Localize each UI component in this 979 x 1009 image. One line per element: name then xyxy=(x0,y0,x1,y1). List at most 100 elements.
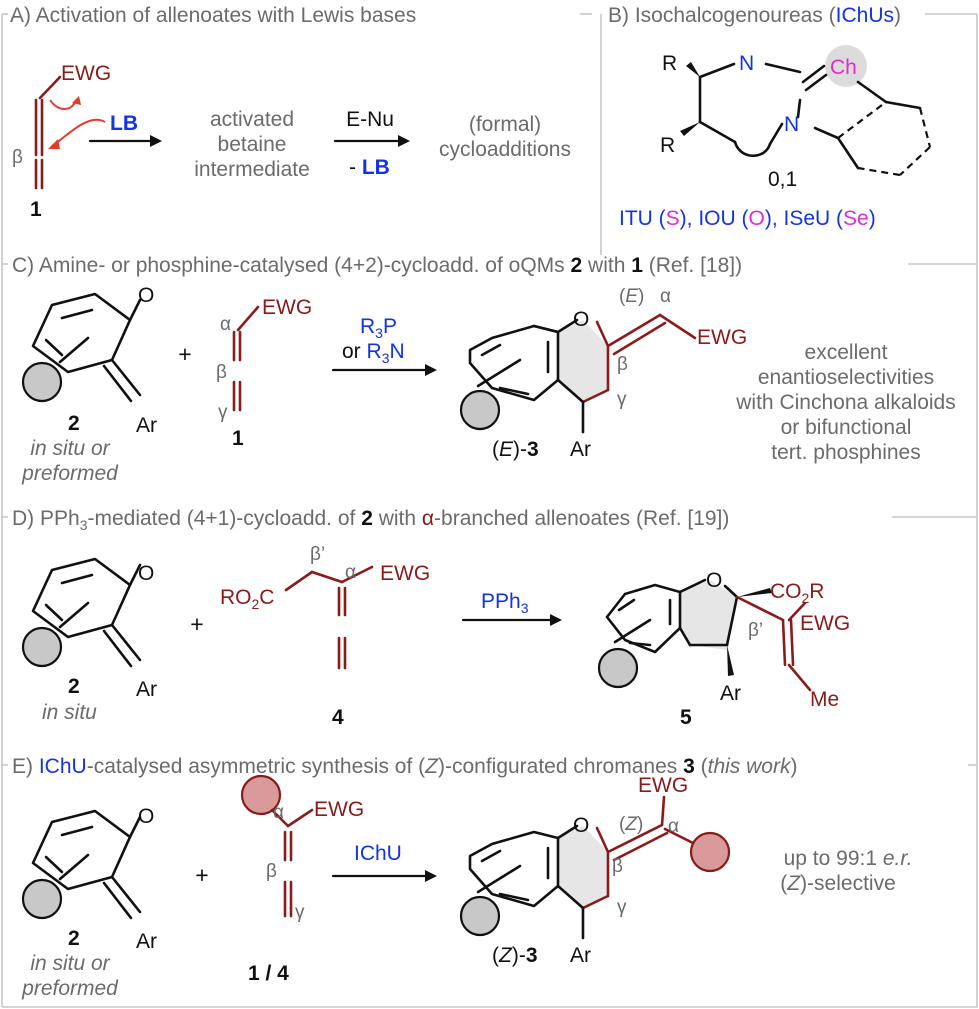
product-gamma-e: γ xyxy=(617,897,627,918)
beta-label: β xyxy=(12,147,23,168)
alpha-label-d: α xyxy=(345,562,356,583)
product-gamma: γ xyxy=(617,389,627,410)
product-e3-label: (E)-3 xyxy=(492,438,539,461)
product-ester: CO2R xyxy=(770,580,824,606)
beta-label-c: β xyxy=(216,362,227,383)
z-descriptor: (Z) xyxy=(619,814,643,835)
product-ewg-d: EWG xyxy=(800,612,850,635)
compound-2-label-e: 2 xyxy=(68,927,80,950)
compound-2-label: 2 xyxy=(68,412,80,435)
imine-n: N xyxy=(739,52,754,75)
reagent-minus-lb: - LB xyxy=(349,156,390,179)
ester-label: RO2C xyxy=(220,586,274,612)
product-line-2: cycloadditions xyxy=(439,138,571,161)
panel-c: C) Amine- or phosphine-catalysed (4+2)-c… xyxy=(12,254,956,485)
ewg-label-e: EWG xyxy=(314,798,364,821)
product-beta: β xyxy=(617,354,628,375)
beta-label-e: β xyxy=(266,861,277,882)
panel-c-title: C) Amine- or phosphine-catalysed (4+2)-c… xyxy=(12,254,742,277)
product-oxygen-d: O xyxy=(706,569,722,592)
oqm-oxygen: O xyxy=(138,284,154,307)
alpha-label-e: α xyxy=(273,802,284,823)
product-oxygen-e: O xyxy=(573,814,589,837)
product-aryl-d: Ar xyxy=(720,682,741,705)
reagent-ichu: IChU xyxy=(354,842,402,865)
r-group-bottom: R xyxy=(660,134,675,157)
intermediate-line-3: intermediate xyxy=(194,158,310,181)
oqm-2-structure-d xyxy=(21,557,142,668)
dihydrobenzofuran-5-structure xyxy=(597,578,812,692)
product-methyl: Me xyxy=(810,688,839,711)
panel-frames xyxy=(1,13,978,1008)
e-descriptor: (E) xyxy=(619,286,644,307)
comment-line-2: enantioselectivities xyxy=(758,366,934,389)
comment-line-1: excellent xyxy=(805,341,888,364)
intermediate-line-2: betaine xyxy=(218,133,287,156)
comment-z-selective: (Z)-selective xyxy=(780,872,896,895)
oqm-oxygen-e: O xyxy=(138,805,154,828)
panel-e-title: E) IChU-catalysed asymmetric synthesis o… xyxy=(12,755,797,778)
ewg-label-d: EWG xyxy=(380,562,430,585)
catalyst-r3p: R3P xyxy=(360,315,397,341)
panel-d: D) PPh3-mediated (4+1)-cycloadd. of 2 wi… xyxy=(12,507,850,729)
oqm-2-structure-e xyxy=(21,809,142,920)
product-beta-prime: β’ xyxy=(748,620,763,641)
panel-e: E) IChU-catalysed asymmetric synthesis o… xyxy=(12,755,912,1000)
allenoate-1-c xyxy=(232,305,260,412)
plus-sign: + xyxy=(178,341,191,367)
oqm-2-structure xyxy=(21,292,142,403)
product-ewg: EWG xyxy=(697,326,747,349)
alpha-label: α xyxy=(220,314,231,335)
ewg-label-c: EWG xyxy=(262,296,312,319)
chromane-z3-structure xyxy=(459,795,731,940)
comment-line-3: with Cinchona alkaloids xyxy=(735,391,955,414)
catalyst-r3n: or R3N xyxy=(342,340,405,366)
plus-sign-d: + xyxy=(190,611,203,637)
panel-d-title: D) PPh3-mediated (4+1)-cycloadd. of 2 wi… xyxy=(12,507,729,533)
product-aryl: Ar xyxy=(570,438,591,461)
allenoate-14-structure xyxy=(240,774,314,918)
ring-size-index: 0,1 xyxy=(768,168,797,191)
oqm-note-e-2: preformed xyxy=(21,977,119,1000)
panel-a-title: A) Activation of allenoates with Lewis b… xyxy=(10,4,416,27)
product-ewg-e: EWG xyxy=(638,774,688,797)
gamma-label-c: γ xyxy=(218,402,228,423)
oqm-note-1: in situ or xyxy=(30,437,110,460)
comment-er: up to 99:1 e.r. xyxy=(784,847,913,870)
reagent-pph3: PPh3 xyxy=(481,590,529,616)
oqm-aryl-d: Ar xyxy=(136,678,157,701)
plus-sign-e: + xyxy=(195,862,208,888)
gamma-label-e: γ xyxy=(295,902,305,923)
oqm-aryl-e: Ar xyxy=(136,930,157,953)
compound-1-label-c: 1 xyxy=(232,427,244,450)
compound-1-label: 1 xyxy=(30,198,42,221)
oqm-aryl: Ar xyxy=(136,414,157,437)
ewg-label: EWG xyxy=(61,62,111,85)
compound-4-label: 4 xyxy=(332,706,344,729)
product-aryl-e: Ar xyxy=(570,944,591,967)
panel-b-title: B) Isochalcogenoureas (IChUs) xyxy=(608,4,901,27)
isochalcogenourea-structure xyxy=(680,62,932,177)
allenoate-1-structure xyxy=(34,75,62,190)
panel-a: A) Activation of allenoates with Lewis b… xyxy=(10,4,571,221)
oqm-note-2: preformed xyxy=(21,462,119,485)
catalyst-list: ITU (S), IOU (O), ISeU (Se) xyxy=(619,207,876,230)
allenoate-4-structure xyxy=(284,565,374,670)
oqm-oxygen-d: O xyxy=(138,562,154,585)
product-beta-e: β xyxy=(612,856,623,877)
compound-14-label: 1 / 4 xyxy=(248,962,289,985)
curved-arrow-head-2 xyxy=(72,96,81,105)
product-alpha: α xyxy=(660,286,671,307)
r-group-top: R xyxy=(662,52,677,75)
product-alpha-e: α xyxy=(668,816,679,837)
compound-2-label-d: 2 xyxy=(68,675,80,698)
compound-5-label: 5 xyxy=(680,706,692,729)
amide-n: N xyxy=(784,113,799,136)
chromane-e3-structure xyxy=(459,313,697,434)
product-z3-label: (Z)-3 xyxy=(492,944,538,967)
chalcogen-highlight xyxy=(825,45,867,87)
oqm-note-d: in situ xyxy=(42,701,97,724)
chalcogen-label: Ch xyxy=(830,56,857,79)
reagent-e-nu: E-Nu xyxy=(346,108,394,131)
curved-arrow-head xyxy=(48,139,60,149)
